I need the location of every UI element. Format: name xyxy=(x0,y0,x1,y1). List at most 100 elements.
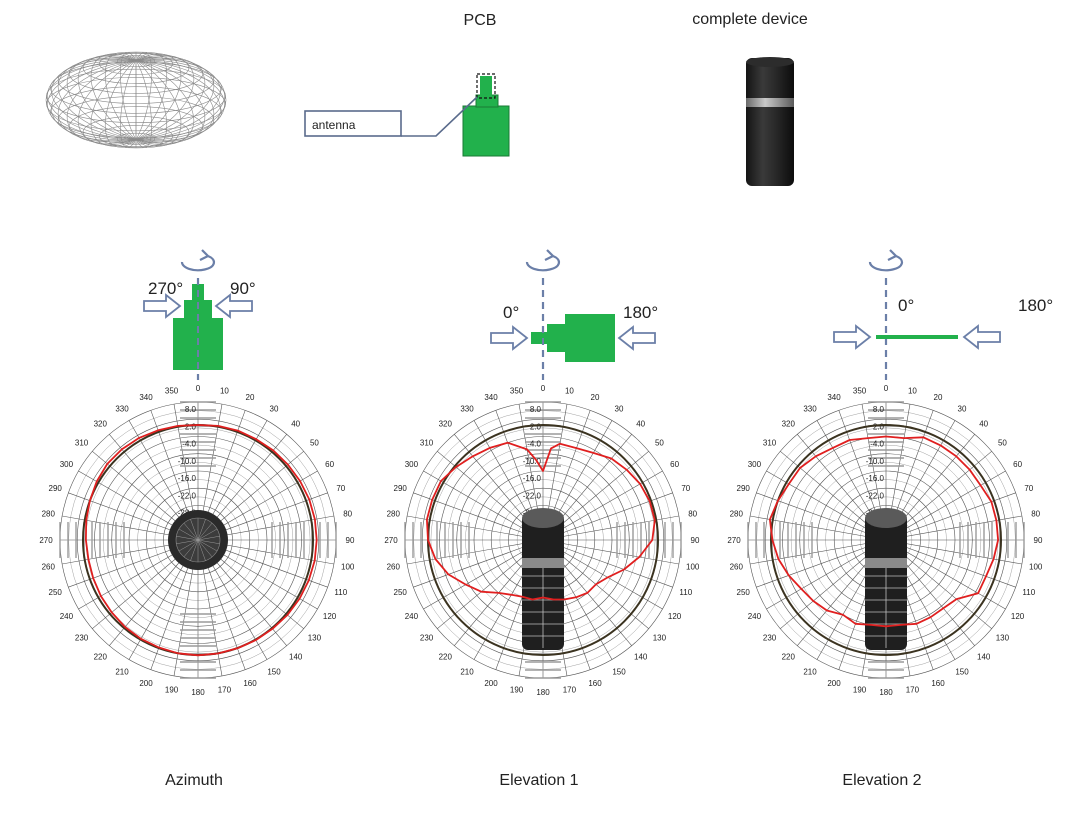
angle-tick-label: 220 xyxy=(94,652,108,661)
angle-tick-label: 230 xyxy=(75,634,89,643)
orientation-illustration: 0°180° xyxy=(834,250,1053,380)
angle-tick-label: 160 xyxy=(931,679,945,688)
device-title: complete device xyxy=(692,11,808,28)
angle-tick-label: 0 xyxy=(196,384,201,393)
angle-tick-label: 60 xyxy=(1013,460,1022,469)
angle-tick-label: 170 xyxy=(218,686,232,695)
angle-tick-label: 250 xyxy=(394,588,408,597)
angle-label-left: 270° xyxy=(148,279,183,298)
angle-tick-label: 270 xyxy=(39,536,53,545)
angle-tick-label: 310 xyxy=(420,438,434,447)
donut-pattern-3d xyxy=(46,52,226,148)
angle-tick-label: 10 xyxy=(220,386,229,395)
angle-tick-label: 170 xyxy=(563,686,577,695)
angle-tick-label: 0 xyxy=(541,384,546,393)
angle-tick-label: 90 xyxy=(1034,536,1043,545)
angle-tick-label: 310 xyxy=(75,438,89,447)
arrow-left-icon xyxy=(964,326,1000,348)
radial-tick-label: -4.0 xyxy=(527,440,541,449)
panel-title: Elevation 1 xyxy=(499,772,578,789)
angle-tick-label: 150 xyxy=(267,668,281,677)
angle-tick-label: 330 xyxy=(460,404,474,413)
device-metal-band xyxy=(746,98,794,107)
angle-tick-label: 50 xyxy=(655,438,664,447)
angle-tick-label: 30 xyxy=(270,404,279,413)
angle-tick-label: 50 xyxy=(998,438,1007,447)
angle-tick-label: 10 xyxy=(908,386,917,395)
angle-tick-label: 90 xyxy=(346,536,355,545)
pcb-title: PCB xyxy=(464,12,497,29)
pcb-board xyxy=(565,314,615,362)
angle-tick-label: 70 xyxy=(336,484,345,493)
device-overlay xyxy=(522,508,564,650)
angle-tick-label: 40 xyxy=(979,420,988,429)
angle-tick-label: 120 xyxy=(668,612,682,621)
angle-tick-label: 30 xyxy=(958,404,967,413)
radial-tick-label: -10.0 xyxy=(178,457,197,466)
pcb-neck xyxy=(547,324,567,352)
angle-tick-label: 110 xyxy=(334,588,347,597)
radial-tick-label: 8.0 xyxy=(185,405,197,414)
angle-tick-label: 270 xyxy=(384,536,398,545)
angle-tick-label: 80 xyxy=(343,510,352,519)
angle-tick-label: 100 xyxy=(341,562,355,571)
angle-tick-label: 170 xyxy=(906,686,920,695)
angle-tick-label: 70 xyxy=(681,484,690,493)
angle-tick-label: 200 xyxy=(139,679,153,688)
angle-tick-label: 210 xyxy=(460,668,474,677)
angle-tick-label: 190 xyxy=(853,686,867,695)
orientation-illustration: 270°90° xyxy=(144,250,256,380)
angle-tick-label: 350 xyxy=(510,386,524,395)
angle-tick-label: 210 xyxy=(115,668,129,677)
device-top-cap xyxy=(746,57,794,67)
angle-tick-label: 120 xyxy=(1011,612,1025,621)
angle-tick-label: 180 xyxy=(191,688,205,697)
angle-tick-label: 80 xyxy=(688,510,697,519)
angle-tick-label: 200 xyxy=(484,679,498,688)
angle-tick-label: 250 xyxy=(737,588,751,597)
angle-tick-label: 220 xyxy=(782,652,796,661)
angle-tick-label: 290 xyxy=(394,484,408,493)
angle-tick-label: 330 xyxy=(115,404,129,413)
arrow-right-icon xyxy=(144,295,180,317)
pcb-diagram xyxy=(305,74,509,156)
pcb-antenna-trace xyxy=(480,76,492,96)
panel-title: Azimuth xyxy=(165,772,223,789)
angle-tick-label: 150 xyxy=(955,668,969,677)
device-photo xyxy=(746,57,794,186)
angle-tick-label: 320 xyxy=(439,420,453,429)
angle-tick-label: 350 xyxy=(165,386,179,395)
pcb-board xyxy=(463,106,509,156)
angle-tick-label: 180 xyxy=(879,688,893,697)
angle-tick-label: 20 xyxy=(934,393,943,402)
angle-tick-label: 340 xyxy=(484,393,498,402)
angle-tick-label: 260 xyxy=(730,562,744,571)
angle-tick-label: 340 xyxy=(827,393,841,402)
angle-tick-label: 20 xyxy=(591,393,600,402)
radial-tick-label: -10.0 xyxy=(866,457,885,466)
device-overlay xyxy=(168,510,228,570)
angle-tick-label: 280 xyxy=(387,510,401,519)
angle-tick-label: 300 xyxy=(405,460,419,469)
angle-tick-label: 300 xyxy=(60,460,74,469)
device-body xyxy=(746,58,794,186)
radial-tick-label: -4.0 xyxy=(182,440,196,449)
angle-tick-label: 280 xyxy=(730,510,744,519)
angle-tick-label: 40 xyxy=(636,420,645,429)
panel-title: Elevation 2 xyxy=(842,772,921,789)
angle-tick-label: 20 xyxy=(246,393,255,402)
angle-tick-label: 230 xyxy=(420,634,434,643)
angle-label-right: 180° xyxy=(623,303,658,322)
angle-label-right: 180° xyxy=(1018,296,1053,315)
arrow-left-icon xyxy=(619,327,655,349)
angle-tick-label: 0 xyxy=(884,384,889,393)
radial-tick-label: -4.0 xyxy=(870,440,884,449)
angle-tick-label: 230 xyxy=(763,634,777,643)
angle-tick-label: 60 xyxy=(325,460,334,469)
angle-tick-label: 40 xyxy=(291,420,300,429)
angle-tick-label: 300 xyxy=(748,460,762,469)
device-top-cap xyxy=(865,508,907,528)
angle-tick-label: 120 xyxy=(323,612,337,621)
